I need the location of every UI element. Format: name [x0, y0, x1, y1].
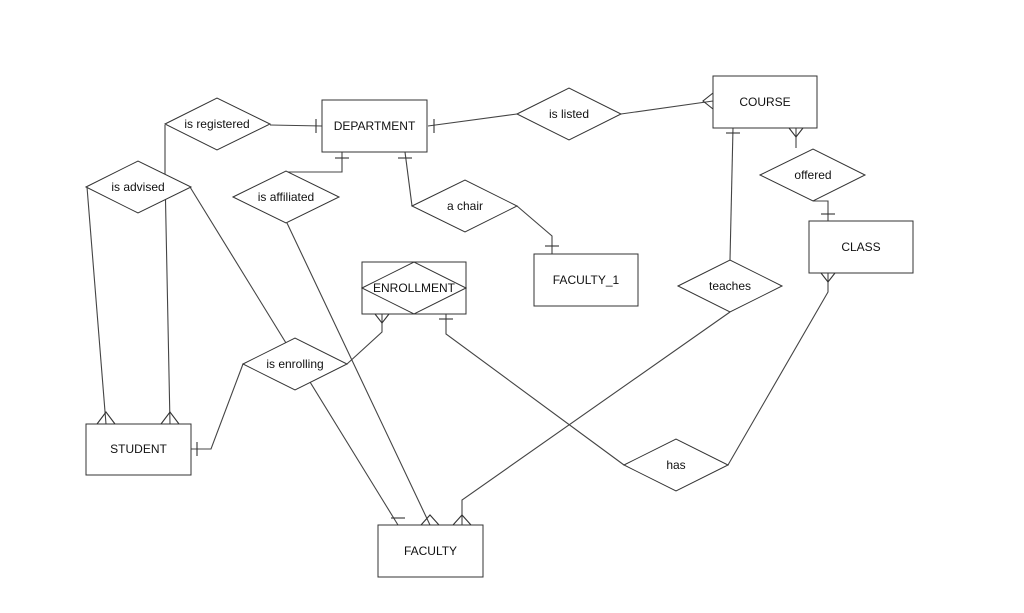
entity-class[interactable]: CLASS	[808, 220, 914, 274]
edge-chair-department	[404, 151, 413, 207]
edge-teaches-faculty	[461, 311, 731, 525]
entity-box	[321, 99, 428, 153]
entity-box	[377, 524, 484, 578]
diamond-shape	[758, 148, 867, 202]
relationship-a-chair[interactable]: a chair	[410, 179, 519, 233]
relationship-label: is registered	[184, 117, 249, 131]
entity-course[interactable]: COURSE	[712, 75, 818, 129]
edge-has-class	[727, 273, 829, 466]
relationship-label: a chair	[447, 199, 483, 213]
cardinality-marks	[96, 92, 836, 526]
entity-box	[808, 220, 914, 274]
edge-registered-department	[269, 124, 323, 127]
edge-affiliated-department	[287, 152, 343, 173]
relationship-label: is advised	[111, 180, 164, 194]
relationship-label: teaches	[709, 279, 751, 293]
edge-registered-student	[164, 125, 171, 425]
relationship-is-listed[interactable]: is listed	[515, 87, 623, 141]
relationship-label: is listed	[549, 107, 589, 121]
many-mark	[452, 514, 472, 526]
edge-chair-faculty1	[516, 205, 553, 254]
entity-label: STUDENT	[110, 442, 167, 456]
edge-listed-course	[620, 100, 714, 115]
entity-label: FACULTY_1	[553, 273, 620, 287]
relationship-label: offered	[794, 168, 831, 182]
relationship-label: is enrolling	[266, 357, 323, 371]
many-mark	[820, 272, 836, 283]
relationship-is-advised[interactable]: is advised	[84, 160, 193, 214]
diamond-shape	[231, 170, 341, 224]
many-mark	[420, 514, 440, 526]
diamond-shape	[515, 87, 623, 141]
relationships: is registered is listed is advised is af…	[84, 87, 867, 492]
entity-label: FACULTY	[404, 544, 457, 558]
diamond-shape	[622, 438, 730, 492]
entity-enrollment[interactable]: ENROLLMENT	[360, 261, 468, 315]
edge-has-enrollment	[445, 314, 625, 466]
relationship-label: has	[666, 458, 685, 472]
relationship-has[interactable]: has	[622, 438, 730, 492]
diamond-shape	[241, 337, 349, 391]
many-mark	[374, 313, 390, 324]
associative-diamond	[360, 261, 468, 315]
entity-department[interactable]: DEPARTMENT	[321, 99, 428, 153]
diamond-shape	[84, 160, 193, 214]
edge-enrolling-enrollment	[346, 314, 383, 365]
relationship-is-enrolling[interactable]: is enrolling	[241, 337, 349, 391]
entity-box	[85, 423, 192, 476]
many-mark	[96, 411, 116, 425]
relationship-is-registered[interactable]: is registered	[163, 97, 272, 151]
entity-label: CLASS	[841, 240, 880, 254]
many-mark	[160, 411, 180, 425]
entity-faculty-1[interactable]: FACULTY_1	[533, 253, 639, 307]
many-mark	[788, 127, 804, 138]
diamond-shape	[410, 179, 519, 233]
relationship-is-affiliated[interactable]: is affiliated	[231, 170, 341, 224]
entity-box	[533, 253, 639, 307]
entity-label: DEPARTMENT	[334, 119, 416, 133]
many-mark	[702, 92, 714, 110]
relationship-label: is affiliated	[258, 190, 314, 204]
edge-enrolling-student	[191, 363, 244, 450]
entity-label: ENROLLMENT	[373, 281, 456, 295]
relationship-teaches[interactable]: teaches	[676, 259, 784, 313]
diamond-shape	[676, 259, 784, 313]
entity-student[interactable]: STUDENT	[85, 423, 192, 476]
edge-affiliated-faculty	[286, 222, 431, 526]
entity-label: COURSE	[739, 95, 790, 109]
edge-advised-student	[86, 186, 107, 425]
diamond-shape	[163, 97, 272, 151]
relationship-offered[interactable]: offered	[758, 148, 867, 202]
edge-offered-class	[813, 200, 829, 221]
entity-faculty[interactable]: FACULTY	[377, 524, 484, 578]
edge-listed-department	[427, 113, 518, 127]
entity-box	[712, 75, 818, 129]
edge-teaches-course	[729, 127, 734, 261]
entities: DEPARTMENT COURSE CLASS FACULTY_1 ENROLL…	[85, 75, 914, 578]
